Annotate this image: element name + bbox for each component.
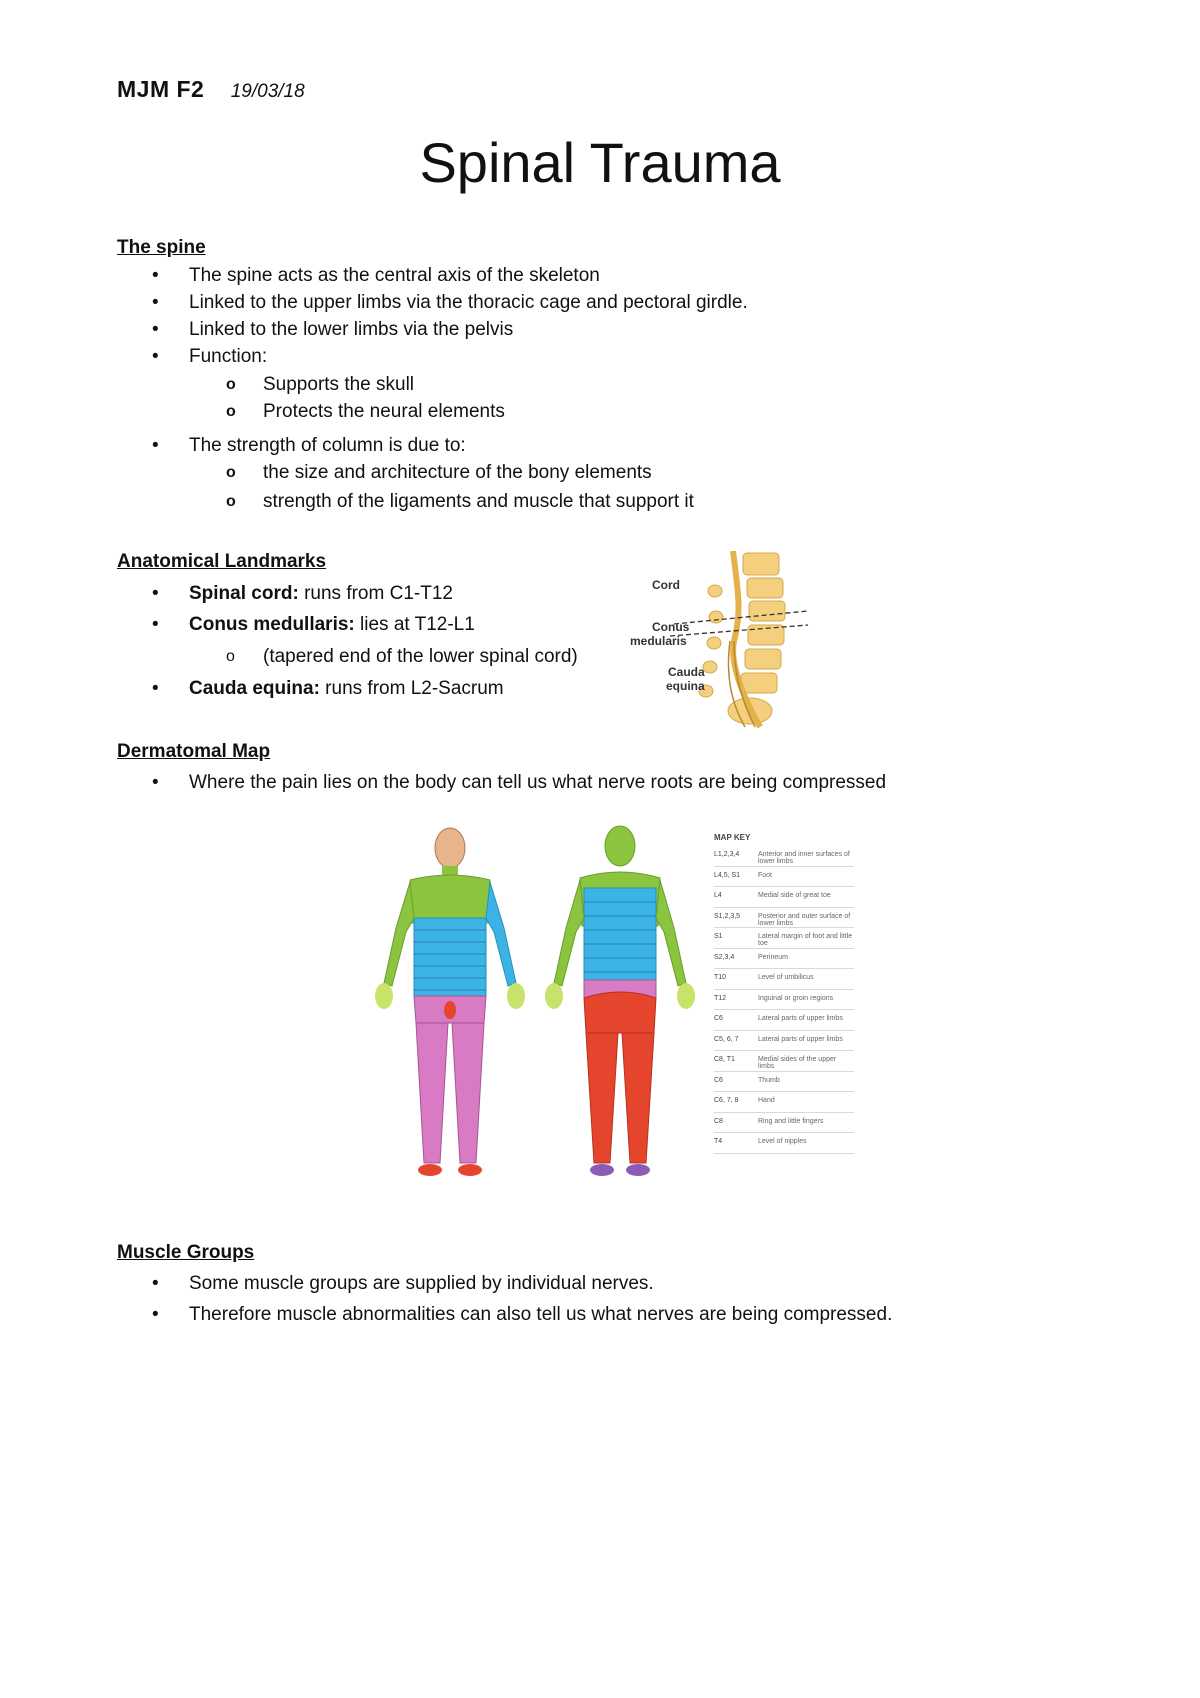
bullet-icon: •: [152, 614, 159, 635]
bullet-icon: •: [152, 583, 159, 604]
page-title: Spinal Trauma: [419, 131, 781, 194]
heading-the-spine: The spine: [117, 237, 206, 258]
map-key-title: MAP KEY: [714, 833, 751, 842]
bullet-icon: •: [152, 346, 159, 367]
bullet-icon: •: [152, 292, 159, 313]
spine-illustration: Cord Conus medularis Cauda equina: [630, 551, 809, 729]
label-conus: Conus: [652, 620, 690, 634]
course-code: MJM F2: [117, 76, 205, 102]
bullet-icon: •: [152, 678, 159, 699]
label-cauda: Cauda: [668, 665, 705, 679]
bullet-icon: •: [152, 265, 159, 286]
bullet-icon: •: [152, 1304, 159, 1325]
back-body: [545, 825, 695, 1176]
heading-muscle-groups: Muscle Groups: [117, 1242, 255, 1263]
sub-bullet-icon: o: [226, 376, 236, 393]
heading-dermatomal-map: Dermatomal Map: [117, 741, 271, 762]
sub-bullet-icon: o: [226, 403, 236, 420]
heading-anatomical-landmarks: Anatomical Landmarks: [117, 551, 327, 572]
dermatome-map-figure: [375, 825, 695, 1176]
document-date: 19/03/18: [230, 81, 305, 102]
label-equina: equina: [666, 679, 705, 693]
label-medularis: medularis: [630, 634, 687, 648]
bullet-icon: •: [152, 435, 159, 456]
front-body: [375, 827, 525, 1176]
bullet-icon: •: [152, 319, 159, 340]
bullet-icon: •: [152, 1273, 159, 1294]
document-header: MJM F2 19/03/18: [117, 76, 305, 103]
sub-bullet-icon: o: [226, 464, 236, 481]
vertebra-column: [698, 552, 786, 725]
label-cord: Cord: [652, 578, 680, 592]
bullet-icon: •: [152, 772, 159, 793]
sub-bullet-icon: o: [226, 648, 235, 665]
sub-bullet-icon: o: [226, 493, 236, 510]
